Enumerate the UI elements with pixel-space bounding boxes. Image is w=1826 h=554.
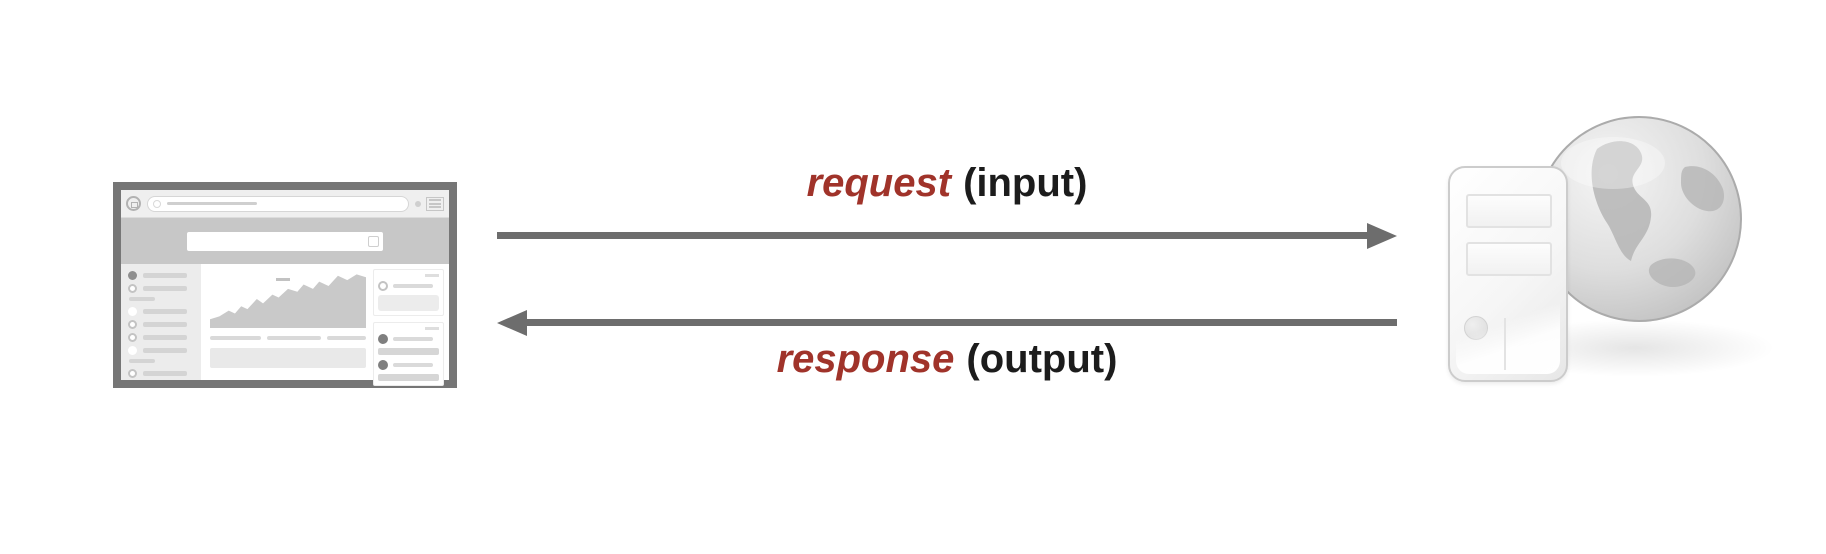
favicon-icon [153,199,161,208]
response-arrow-left-icon [497,309,1397,336]
rail-card [373,322,444,386]
avatar [378,360,388,370]
request-arrow-right-icon [497,222,1397,249]
nav-item [128,369,201,378]
address-text-placeholder [167,202,257,205]
magnifier-icon [368,235,379,247]
card-bar-placeholder [378,348,439,355]
request-keyword: request [806,161,952,205]
nav-item [128,284,201,293]
arrow-shaft [497,232,1367,239]
arrow-shaft [527,319,1397,326]
page-body [121,264,449,386]
rail-card [373,269,444,316]
arrowhead-left-icon [497,309,527,336]
content-block-placeholder [210,348,366,368]
nav-item [128,333,201,342]
drive-bay-slot [1466,242,1552,276]
arrowhead-right-icon [1367,222,1397,249]
tower-notch [1504,318,1506,370]
area-chart-shape [210,274,366,328]
sidebar-nav [121,264,201,380]
web-server-node [1430,100,1790,390]
avatar [378,334,388,344]
browser-chrome-bar [121,190,449,218]
chart-caption-placeholder [275,278,290,281]
area-chart-thumbnail [210,270,366,328]
main-content [201,264,373,380]
nav-divider [129,359,155,363]
nav-divider [129,297,155,301]
browser-window-icon [113,182,457,388]
nav-item [128,307,201,316]
card-block-placeholder [378,295,439,311]
request-label: request(input) [497,160,1397,206]
response-annotation: (output) [966,337,1118,381]
tower-sheen [1456,300,1560,374]
address-bar [147,195,409,212]
card-bar-placeholder [378,374,439,381]
chrome-dot-icon [415,200,421,207]
right-rail [373,264,449,386]
menu-icon [426,196,444,211]
request-annotation: (input) [963,161,1088,205]
nav-item [128,346,201,355]
search-box [187,231,383,251]
home-icon [126,196,141,211]
response-label: response(output) [497,336,1397,382]
server-tower-icon [1448,166,1568,382]
response-keyword: response [776,337,955,381]
avatar [378,281,388,291]
hero-banner [121,218,449,264]
card-meta-placeholder [425,327,439,330]
text-placeholder-row [210,336,366,340]
nav-item [128,271,201,280]
nav-item [128,320,201,329]
globe-icon [1536,116,1742,322]
card-meta-placeholder [425,274,439,277]
drive-bay-slot [1466,194,1552,228]
